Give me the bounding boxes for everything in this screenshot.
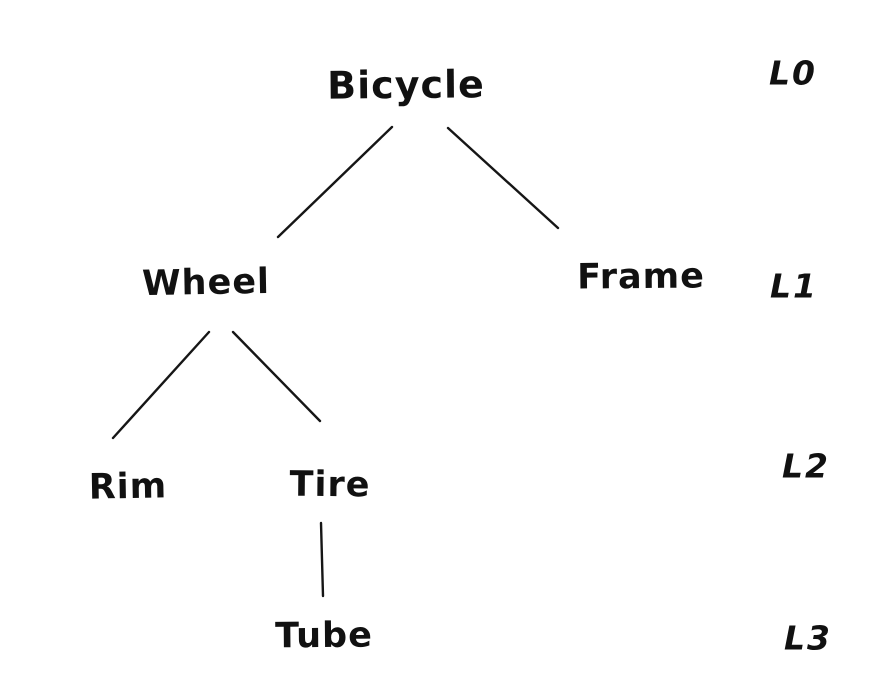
node-tire: Tire [289, 464, 371, 506]
node-tube: Tube [274, 615, 374, 657]
level-label-l0: L0 [769, 53, 817, 93]
node-wheel: Wheel [141, 261, 271, 305]
edge-wheel-rim [111, 330, 211, 440]
edge-tire-tube [319, 521, 325, 598]
edge-wheel-tire [231, 330, 322, 423]
level-label-l1: L1 [770, 266, 818, 306]
node-frame: Frame [576, 256, 706, 298]
node-rim: Rim [88, 466, 168, 508]
level-label-l3: L3 [784, 618, 832, 658]
edge-bicycle-frame [446, 126, 560, 230]
level-label-l2: L2 [782, 446, 830, 486]
edge-bicycle-wheel [276, 125, 394, 239]
node-bicycle: Bicycle [327, 62, 485, 108]
